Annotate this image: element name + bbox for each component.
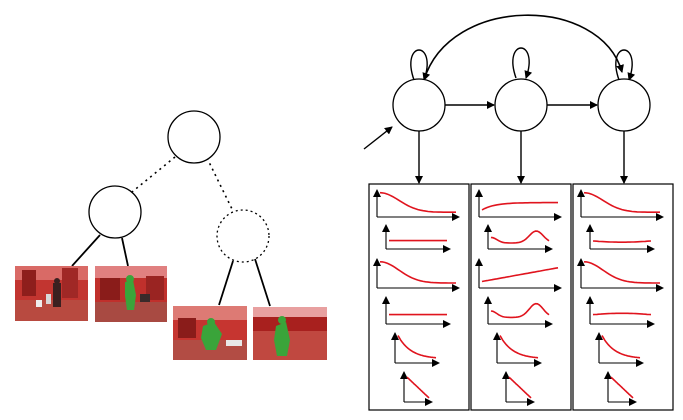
emission-plot-2-6 [502, 371, 535, 406]
plot-curve [481, 267, 559, 283]
plot-curve [379, 261, 456, 284]
emission-plot-2-3 [475, 258, 562, 292]
plot-curve [592, 312, 652, 316]
emission-plot-1-6 [400, 371, 433, 406]
plot-curve [583, 191, 660, 213]
emission-column-3 [572, 183, 674, 411]
plot-curve [601, 335, 641, 359]
tree-right-node [216, 209, 270, 263]
emission-plot-2-5 [493, 332, 542, 367]
emission-plot-1-2 [382, 224, 451, 253]
emission-plot-3-1 [577, 189, 664, 221]
emission-plot-3-4 [586, 296, 655, 328]
hmm-state-2 [494, 78, 548, 132]
emission-plot-1-1 [373, 189, 460, 221]
plot-curve [499, 335, 539, 359]
hmm-entry-arrow [363, 126, 393, 150]
tree-edge-root-right [206, 157, 233, 210]
emission-plot-2-4 [484, 296, 553, 328]
hmm-self-loop-1 [410, 49, 431, 81]
tree-edge-right-leaf2 [254, 258, 271, 307]
emission-plot-2-1 [475, 189, 562, 221]
emission-plot-3-5 [595, 332, 644, 367]
emission-plot-3-2 [586, 224, 655, 253]
plot-curve [592, 240, 652, 243]
plot-curve [481, 201, 558, 211]
plot-curve [406, 376, 430, 399]
plot-curve [490, 302, 550, 319]
emission-column-2 [470, 183, 572, 411]
tree-edge-root-left [131, 156, 176, 193]
hmm-self-loop-3 [615, 49, 636, 81]
tree-edge-right-leaf1 [218, 260, 234, 306]
emission-plot-2-2 [484, 224, 553, 253]
tree-left-node [88, 185, 142, 239]
leaf-image-person [15, 266, 88, 321]
tree-edge-left-leaf2 [121, 237, 129, 267]
leaf-image-green-figure-bench [173, 306, 247, 360]
emission-plot-1-5 [391, 332, 440, 367]
plot-curve [490, 230, 550, 244]
hmm [363, 14, 674, 411]
emission-column-1 [368, 183, 470, 411]
tree [15, 110, 327, 360]
plot-curve [508, 376, 532, 399]
hmm-state-3 [597, 78, 651, 132]
plot-curve [379, 191, 456, 213]
leaf-image-green-figure [95, 266, 167, 322]
tree-edge-left-leaf1 [71, 234, 101, 267]
hmm-self-loop-2 [512, 47, 533, 79]
emission-plot-3-6 [604, 371, 637, 406]
hmm-skip-transition [423, 14, 624, 81]
plot-curve [610, 376, 634, 399]
leaf-image-green-figure-lawn [253, 307, 327, 360]
emission-plots [373, 189, 664, 406]
emission-plot-1-4 [382, 296, 451, 328]
tree-root-node [167, 110, 221, 164]
hmm-state-1 [392, 78, 446, 132]
emission-plot-3-3 [577, 258, 664, 292]
plot-curve [397, 335, 437, 359]
emission-plot-1-3 [373, 258, 460, 292]
plot-curve [583, 261, 660, 284]
